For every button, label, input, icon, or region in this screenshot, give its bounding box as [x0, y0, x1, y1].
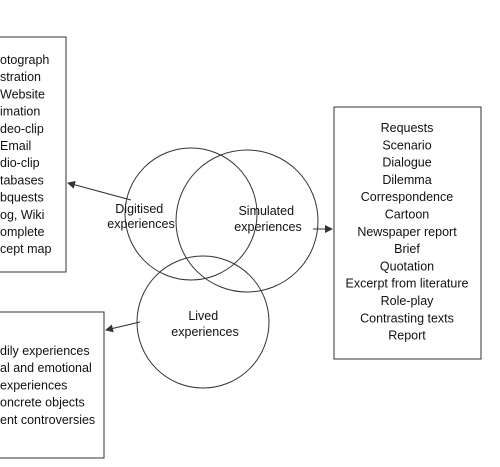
right-box-item: Contrasting texts	[360, 311, 454, 325]
simulated-label-line1: Simulated	[238, 204, 294, 218]
lived-label-line2: experiences	[171, 325, 238, 339]
digitised-label-line1: Digitised	[115, 202, 163, 216]
left-top-box-item: deo-clip	[0, 122, 44, 136]
left-top-box-item: otograph	[0, 53, 49, 67]
left-top-box-item: omplete	[0, 225, 45, 239]
left-top-box-item: bquests	[0, 191, 44, 205]
left-bottom-box-items: dily experiences al and emotional experien…	[0, 344, 95, 427]
right-box-item: Dilemma	[382, 173, 431, 187]
left-top-box-item: Email	[0, 139, 31, 153]
left-bottom-box-item: experiences	[0, 378, 67, 392]
left-top-box	[0, 36, 67, 273]
arrow-lived-to-left-bottom-box	[105, 321, 141, 333]
left-top-box-item: og, Wiki	[0, 208, 44, 222]
left-top-box-item: imation	[0, 105, 40, 119]
left-bottom-box-item: dily experiences	[0, 344, 90, 358]
digitised-circle	[124, 147, 258, 281]
right-box-item: Report	[388, 329, 426, 343]
right-box-item: Dialogue	[382, 156, 431, 170]
right-box-item: Excerpt from literature	[346, 277, 469, 291]
simulated-label: Simulated experiences	[234, 204, 301, 234]
right-box-item: Brief	[394, 242, 420, 256]
left-bottom-box	[0, 311, 105, 459]
left-bottom-box-item: oncrete objects	[0, 396, 85, 410]
right-box-item: Cartoon	[385, 208, 430, 222]
right-box-items: RequestsScenarioDialogueDilemmaCorrespon…	[346, 121, 469, 343]
digitised-label: Digitised experiences	[107, 202, 174, 231]
right-box-item: Quotation	[380, 259, 434, 273]
right-box	[333, 106, 482, 360]
lived-circle	[136, 255, 270, 389]
right-box-item: Requests	[381, 121, 434, 135]
arrow-digitised-to-left-box	[67, 180, 132, 201]
simulated-label-line2: experiences	[234, 220, 301, 234]
left-top-box-item: Website	[0, 87, 45, 101]
simulated-circle	[175, 149, 319, 293]
lived-label: Lived experiences	[171, 309, 238, 339]
left-top-box-item: tabases	[0, 173, 44, 187]
right-box-item: Correspondence	[361, 190, 453, 204]
digitised-label-line2: experiences	[107, 217, 174, 231]
right-box-item: Newspaper report	[357, 225, 457, 239]
left-top-box-item: cept map	[0, 242, 51, 256]
left-top-box-item: dio-clip	[0, 156, 40, 170]
right-box-item: Scenario	[382, 138, 431, 152]
lived-label-line1: Lived	[188, 309, 218, 323]
right-box-item: Role-play	[381, 294, 435, 308]
left-bottom-box-item: al and emotional	[0, 361, 92, 375]
left-bottom-box-item: ent controversies	[0, 413, 95, 427]
left-top-box-item: stration	[0, 70, 41, 84]
